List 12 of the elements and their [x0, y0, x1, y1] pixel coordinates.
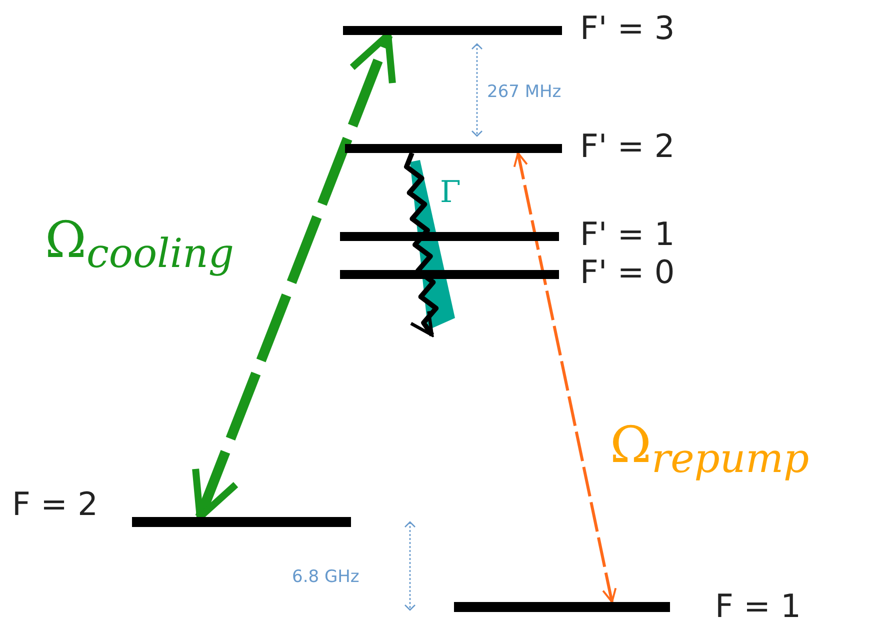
- level-label: F' = 0: [580, 256, 675, 288]
- level-label: F = 1: [715, 590, 801, 622]
- dimension-label: 267 MHz: [487, 84, 562, 101]
- dimension-label: 6.8 GHz: [292, 569, 360, 586]
- double-arrow: [514, 152, 616, 603]
- edge-label: Γ: [440, 178, 461, 208]
- level-label: F' = 2: [580, 130, 675, 162]
- level-label: F' = 3: [580, 12, 675, 44]
- level-label: F' = 1: [580, 218, 675, 250]
- edge-label: Ω$_{cooling}$: [45, 215, 234, 274]
- edge-label: Ω$_{repump}$: [610, 420, 810, 479]
- level-label: F = 2: [12, 488, 98, 520]
